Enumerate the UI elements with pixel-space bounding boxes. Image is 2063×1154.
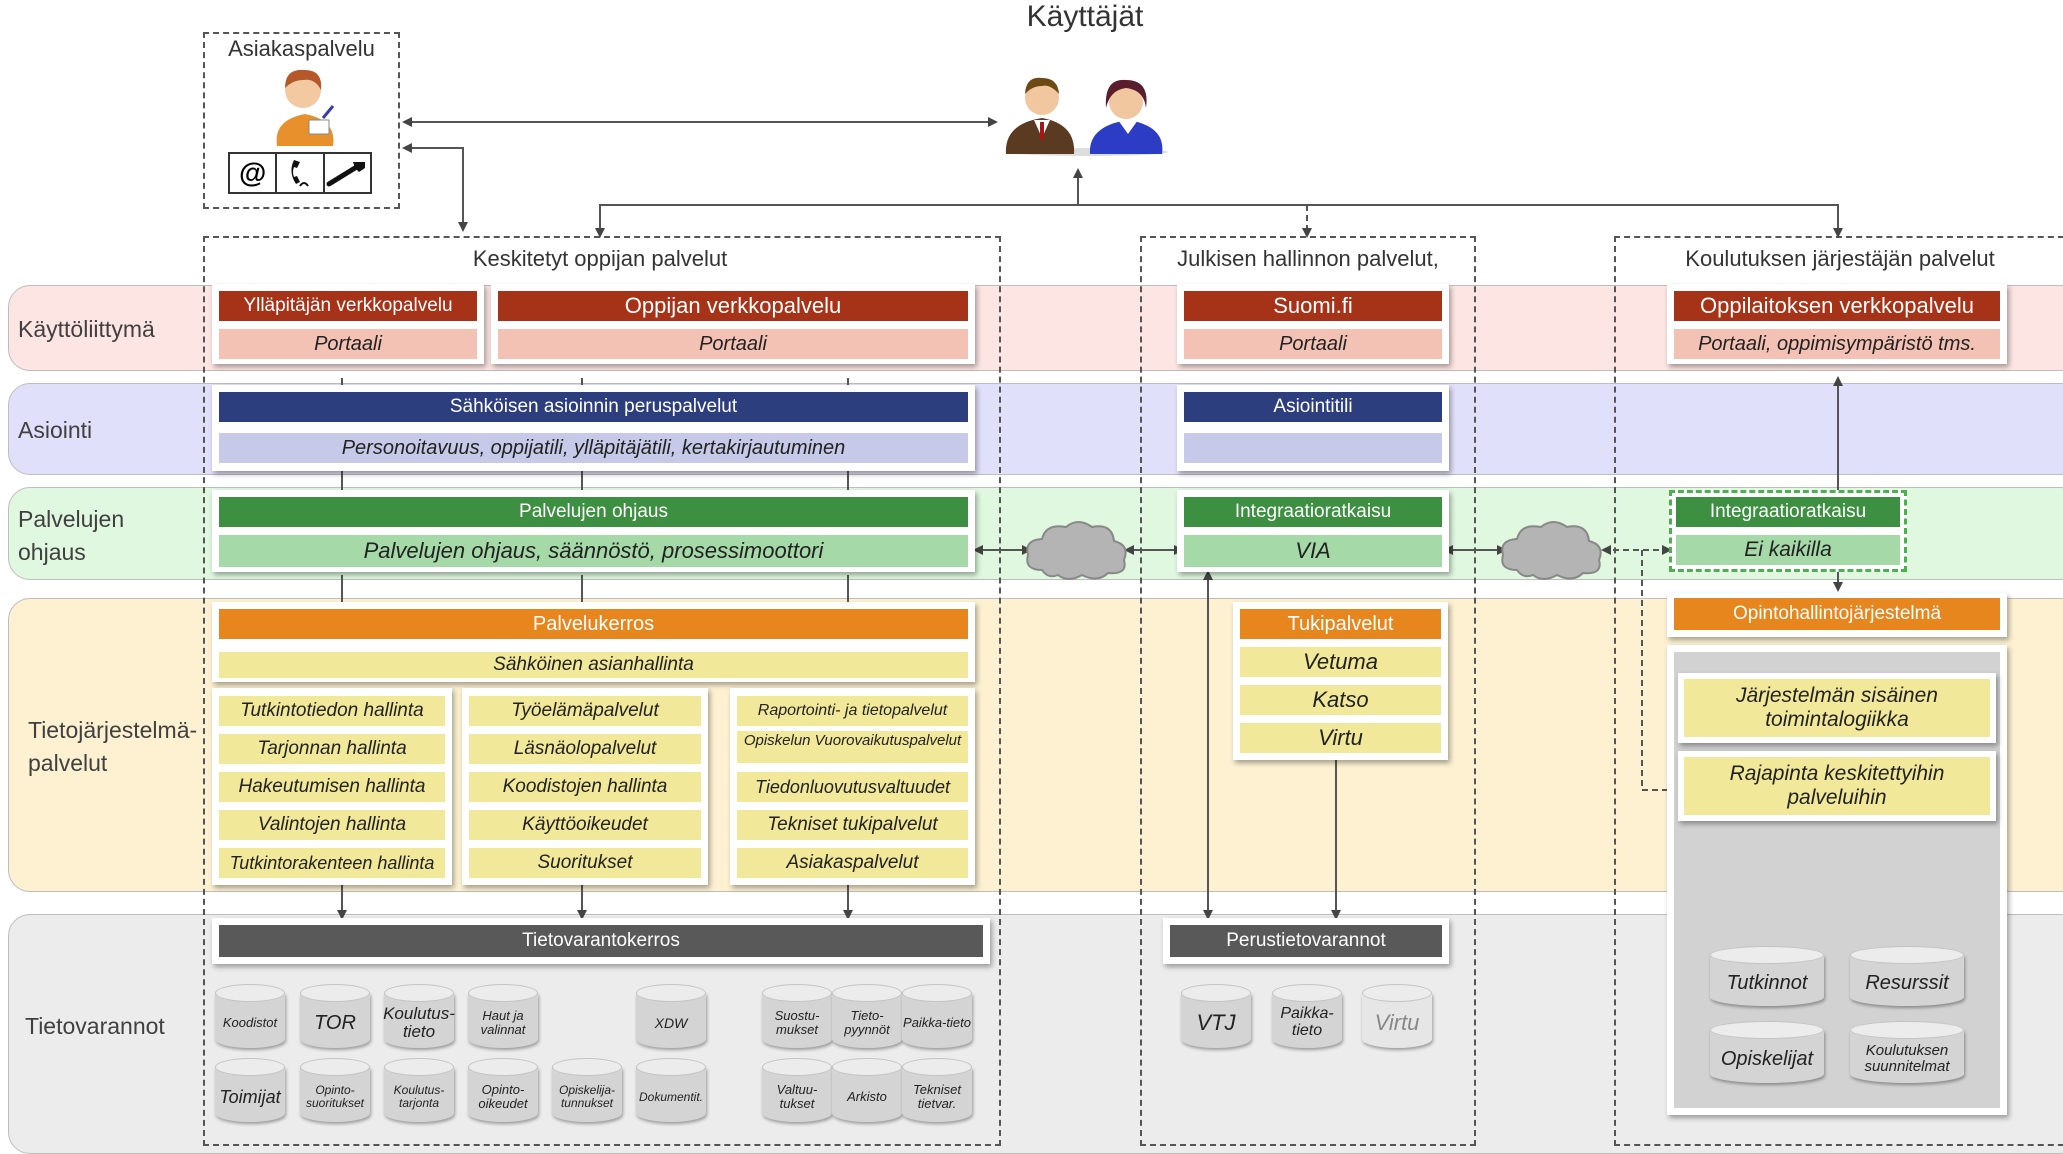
phone-icon[interactable]	[277, 154, 325, 192]
sis-title[interactable]: Opintohallintojärjestelmä	[1674, 598, 2000, 630]
support-item[interactable]: Virtu	[1240, 723, 1441, 753]
data-store[interactable]: Tutkinnot	[1710, 946, 1824, 1006]
at-icon[interactable]: @	[230, 154, 278, 192]
data-store[interactable]: Koulutus-tarjonta	[384, 1058, 454, 1122]
group-public-title: Julkisen hallinnon palvelut,	[1177, 246, 1439, 271]
provider-portal-title[interactable]: Oppilaitoksen verkkopalvelu	[1674, 291, 2000, 321]
learner-portal-title[interactable]: Oppijan verkkopalvelu	[498, 291, 968, 321]
data-store[interactable]: Dokumentit.	[636, 1058, 706, 1122]
cloud-icon	[1501, 521, 1602, 580]
learner-portal-sub[interactable]: Portaali	[498, 329, 968, 359]
service-item[interactable]: Tekniset tukipalvelut	[737, 810, 968, 840]
api-to-central[interactable]: Rajapinta keskitettyihin palveluihin	[1684, 757, 1990, 815]
service-item[interactable]: Suoritukset	[469, 848, 701, 878]
band-label-asiointi: Asiointi	[18, 417, 93, 443]
data-store[interactable]: Opinto-oikeudet	[468, 1058, 538, 1122]
group-central-title: Keskitetyt oppijan palvelut	[472, 246, 728, 271]
data-store[interactable]: Opinto-suoritukset	[300, 1058, 370, 1122]
contact-icons-box: @	[228, 152, 372, 194]
band-label-kayttoliittyma: Käyttöliittymä	[18, 316, 155, 342]
guidance-sub[interactable]: Palvelujen ohjaus, säännöstö, prosessimo…	[219, 535, 968, 567]
public-integration-sub[interactable]: VIA	[1184, 535, 1442, 567]
provider-portal-sub[interactable]: Portaali, oppimisympäristö tms.	[1674, 329, 2000, 359]
data-store[interactable]: Koulutuksen suunnitelmat	[1850, 1021, 1964, 1083]
service-item[interactable]: Tarjonnan hallinta	[219, 734, 445, 764]
service-item[interactable]: Läsnäolopalvelut	[469, 734, 701, 764]
support-item[interactable]: Vetuma	[1240, 647, 1441, 677]
service-item[interactable]: Valintojen hallinta	[219, 810, 445, 840]
service-item[interactable]: Raportointi- ja tietopalvelut	[737, 696, 968, 726]
data-store[interactable]: VTJ	[1181, 984, 1251, 1048]
service-item[interactable]: Työelämäpalvelut	[469, 696, 701, 726]
data-store[interactable]: Valtuu-tukset	[762, 1058, 832, 1122]
data-store[interactable]: Paikka-tieto	[1272, 984, 1342, 1048]
group-provider-title: Koulutuksen järjestäjän palvelut	[1685, 246, 1995, 271]
admin-portal-title[interactable]: Ylläpitäjän verkkopalvelu	[219, 291, 477, 321]
customer-service-person-icon	[276, 69, 335, 146]
base-data-title[interactable]: Perustietovarannot	[1170, 925, 1442, 957]
group-asiakaspalvelu	[203, 32, 400, 209]
data-store[interactable]: Opiskelija-tunnukset	[552, 1058, 622, 1122]
admin-portal-sub[interactable]: Portaali	[219, 329, 477, 359]
wrench-icon[interactable]	[325, 154, 370, 192]
data-store[interactable]: TOR	[300, 984, 370, 1048]
suomifi-sub[interactable]: Portaali	[1184, 329, 1442, 359]
internal-logic[interactable]: Järjestelmän sisäinen toimintalogiikka	[1684, 679, 1990, 737]
basic-services-title[interactable]: Sähköisen asioinnin peruspalvelut	[219, 392, 968, 422]
users-icon	[1005, 77, 1168, 156]
support-item[interactable]: Katso	[1240, 685, 1441, 715]
data-store[interactable]: Koodistot	[215, 984, 285, 1048]
case-management[interactable]: Sähköinen asianhallinta	[219, 652, 968, 678]
data-store[interactable]: Koulutus-tieto	[383, 984, 455, 1048]
data-store[interactable]: Toimijat	[215, 1058, 285, 1122]
data-store[interactable]: Suostu-mukset	[762, 984, 832, 1048]
service-item[interactable]: Koodistojen hallinta	[469, 772, 701, 802]
page-title: Käyttäjät	[1026, 0, 1144, 33]
suomifi-title[interactable]: Suomi.fi	[1184, 291, 1442, 321]
data-store[interactable]: Resurssit	[1850, 946, 1964, 1006]
data-store[interactable]: Tekniset tietvar.	[902, 1058, 972, 1122]
provider-integration-title[interactable]: Integraatioratkaisu	[1676, 497, 1900, 527]
service-item[interactable]: Asiakaspalvelut	[737, 848, 968, 878]
band-label-ohjaus: Palvelujen ohjaus	[18, 506, 125, 565]
service-item[interactable]: Tutkintorakenteen hallinta	[219, 848, 445, 878]
basic-services-sub[interactable]: Personoitavuus, oppijatili, ylläpitäjäti…	[219, 433, 968, 463]
data-store[interactable]: Paikka-tieto	[902, 984, 972, 1048]
data-store[interactable]: Opiskelijat	[1710, 1021, 1824, 1083]
service-layer-title[interactable]: Palvelukerros	[219, 609, 968, 639]
data-store[interactable]: Tieto-pyynnöt	[832, 984, 902, 1048]
asiointitili-title[interactable]: Asiointitili	[1184, 392, 1442, 422]
provider-integration-sub[interactable]: Ei kaikilla	[1676, 535, 1900, 565]
data-layer-title[interactable]: Tietovarantokerros	[219, 925, 983, 957]
service-item[interactable]: Käyttöoikeudet	[469, 810, 701, 840]
data-store[interactable]: Arkisto	[832, 1058, 902, 1122]
support-services-title[interactable]: Tukipalvelut	[1240, 609, 1441, 639]
public-integration-title[interactable]: Integraatioratkaisu	[1184, 497, 1442, 527]
service-item[interactable]: Tiedonluovutusvaltuudet	[737, 772, 968, 802]
service-item[interactable]: Tutkintotiedon hallinta	[219, 696, 445, 726]
asiakaspalvelu-title: Asiakaspalvelu	[228, 36, 375, 61]
band-label-tietojarjestelma: Tietojärjestelmä-palvelut	[28, 717, 198, 776]
service-item[interactable]: Opiskelun Vuorovaikutuspalvelut	[737, 731, 968, 763]
service-item[interactable]: Hakeutumisen hallinta	[219, 772, 445, 802]
data-store[interactable]: Virtu	[1362, 984, 1432, 1048]
data-store[interactable]: XDW	[636, 984, 706, 1048]
band-label-tietovarannot: Tietovarannot	[25, 1013, 165, 1039]
asiointitili-sub	[1184, 433, 1442, 463]
data-store[interactable]: Haut ja valinnat	[468, 984, 538, 1048]
cloud-icon	[1026, 521, 1127, 580]
guidance-title[interactable]: Palvelujen ohjaus	[219, 497, 968, 527]
